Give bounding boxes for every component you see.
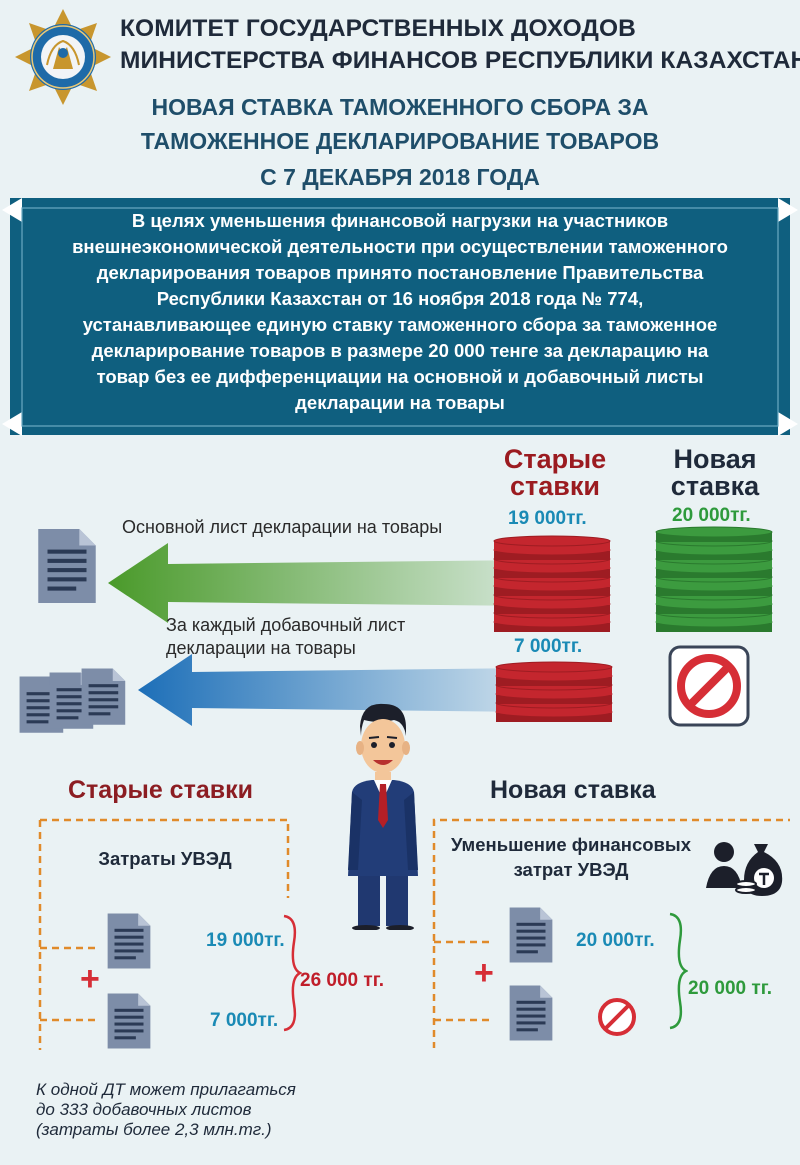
new-section-title: Новая ставка (490, 776, 656, 804)
document-icon (106, 912, 152, 970)
header-line-1: КОМИТЕТ ГОСУДАРСТВЕННЫХ ДОХОДОВ (120, 15, 636, 42)
banner-text: В целях уменьшения финансовой нагрузки н… (20, 208, 780, 416)
new-box-label: Уменьшение финансовых затрат УВЭД (436, 832, 706, 882)
footnote-line: К одной ДТ может прилагаться (36, 1080, 296, 1099)
title-line-2: ТАМОЖЕННОЕ ДЕКЛАРИРОВАНИЕ ТОВАРОВ (140, 128, 660, 154)
new-box-label-line: Уменьшение финансовых (450, 834, 692, 855)
old-section-title: Старые ставки (68, 776, 253, 804)
old-box-label: Затраты УВЭД (98, 848, 232, 869)
new-rate-label-line: ставка (670, 471, 760, 501)
row1-new-value: 20 000тг. (672, 505, 751, 526)
brace-icon (669, 912, 688, 1030)
old-rates-label-line: ставки (510, 471, 600, 501)
new-box-label-line: затрат УВЭД (513, 859, 629, 880)
coin-top (493, 535, 611, 547)
row2-label: За каждый добавочный лист декларации на … (166, 614, 405, 660)
banner-frame (2, 198, 798, 436)
row1-old-value: 19 000тг. (508, 508, 587, 529)
row2-label-line: За каждый добавочный лист (166, 615, 406, 635)
red-coin-stack-large (493, 535, 611, 632)
new-rate-label: Новая ставка (650, 446, 780, 500)
blue-arrow-icon (138, 654, 528, 726)
old-rates-label-line: Старые (503, 444, 607, 474)
new-value-1: 20 000тг. (576, 930, 655, 951)
footnote-line: до 333 добавочных листов (36, 1100, 252, 1119)
businessman-illustration (348, 703, 418, 930)
coin-top (655, 526, 773, 538)
banner-line: товар без ее дифференциации на основной … (96, 366, 704, 387)
plus-icon: + (80, 960, 100, 998)
new-section-frame (432, 818, 790, 1048)
old-total: 26 000 тг. (300, 970, 384, 991)
coin-top (495, 661, 613, 673)
new-total: 20 000 тг. (688, 978, 772, 999)
plus-icon: + (474, 954, 494, 992)
row2-old-value: 7 000тг. (514, 636, 583, 657)
old-rates-label: Старые ставки (490, 446, 620, 500)
row2-label-line: декларации на товары (166, 638, 356, 658)
document-icon (508, 906, 554, 964)
footnote: К одной ДТ может прилагаться до 333 доба… (36, 1080, 296, 1140)
row1-label: Основной лист декларации на товары (122, 517, 443, 537)
banner-line: декларирования товаров принято постановл… (96, 262, 704, 283)
info-banner (10, 198, 790, 435)
document-icon (106, 992, 152, 1050)
emblem-logo-icon (15, 9, 111, 105)
brace-icon (283, 914, 302, 1032)
green-arrow-icon (108, 543, 528, 623)
prohibited-icon (668, 645, 750, 727)
banner-line: В целях уменьшения финансовой нагрузки н… (131, 210, 669, 231)
money-bag-icon (706, 842, 783, 896)
banner-line: устанавливающее единую ставку таможенног… (82, 314, 718, 335)
document-icon (508, 984, 554, 1042)
green-coin-stack (655, 526, 773, 632)
banner-line: декларирование товаров в размере 20 000 … (91, 340, 709, 361)
old-value-1: 19 000тг. (206, 930, 285, 951)
header-line-2: МИНИСТЕРСТВА ФИНАНСОВ РЕСПУБЛИКИ КАЗАХСТ… (120, 47, 800, 74)
banner-line: Республики Казахстан от 16 ноября 2018 г… (156, 288, 644, 309)
old-section-frame (38, 818, 290, 1050)
banner-line: внешнеэкономической деятельности при осу… (72, 236, 728, 257)
title-line-1: НОВАЯ СТАВКА ТАМОЖЕННОГО СБОРА ЗА (151, 94, 649, 120)
prohibited-small-icon (598, 998, 636, 1036)
documents-stack-icon (19, 668, 126, 733)
red-coin-stack-small (495, 661, 613, 722)
new-rate-label-line: Новая (673, 444, 757, 474)
footnote-line: (затраты более 2,3 млн.тг.) (36, 1120, 272, 1139)
title-line-3: С 7 ДЕКАБРЯ 2018 ГОДА (260, 164, 540, 190)
document-icon (36, 527, 98, 605)
old-value-2: 7 000тг. (210, 1010, 279, 1031)
banner-line: декларации на товары (295, 392, 505, 413)
